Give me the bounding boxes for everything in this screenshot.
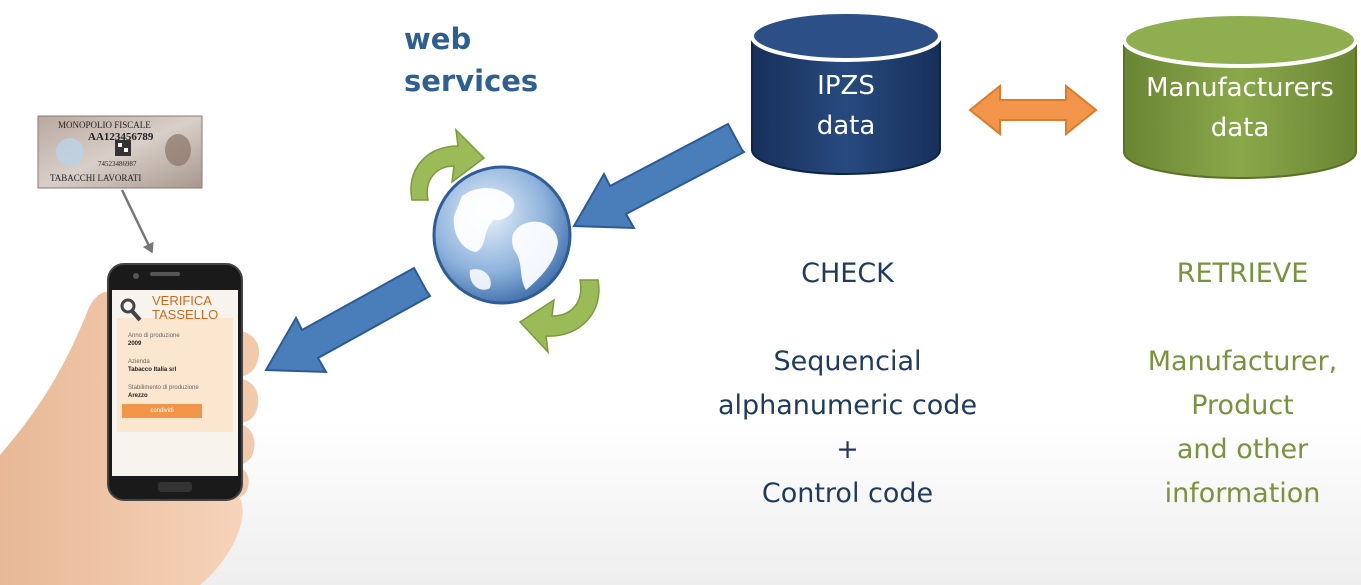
retrieve-title: RETRIEVE [1176,258,1309,289]
check-title: CHECK [801,258,894,289]
retrieve-line2: Product [1191,390,1294,421]
manufacturers-database-icon [1122,12,1358,179]
phone-field2-label: Azienda [128,359,150,365]
ipzs-database-label: IPZS data [752,66,940,146]
web-services-line1: web [404,22,472,56]
check-column: CHECK Sequencial alphanumeric code + Con… [690,252,1005,516]
arrow-to-phone-icon [264,266,432,374]
tax-stamp-image [37,115,203,189]
phone-field3-value: Arezzo [128,393,148,399]
retrieve-line1: Manufacturer, [1147,346,1338,377]
manufacturers-label-line1: Manufacturers [1146,73,1334,103]
check-line4: Control code [761,478,934,509]
check-line3: + [836,434,859,465]
cycle-arrow-bottom-icon [518,279,600,355]
retrieve-column: RETRIEVE Manufacturer, Product and other… [1120,252,1361,516]
manufacturers-database-label: Manufacturers data [1124,68,1356,148]
phone-title: VERIFICA TASSELLO [152,294,218,322]
web-services-line2: services [404,64,539,98]
ipzs-label-line1: IPZS [817,71,875,101]
ipzs-label-line2: data [816,111,876,141]
stamp-bottom-text: TABACCHI LAVORATI [50,173,142,183]
web-services-label: web services [404,18,538,102]
phone-title-line2: TASSELLO [152,307,219,322]
phone-field1-value: 2009 [128,341,142,347]
phone-share-button[interactable]: condividi [150,408,174,414]
check-line1: Sequencial [773,346,922,377]
phone-field1-label: Anno di produzione [128,333,180,339]
check-line2: alphanumeric code [717,390,978,421]
arrow-to-globe-icon [572,122,746,230]
ipzs-database-icon [750,10,942,175]
globe-icon [432,165,572,305]
stamp-to-phone-arrow [120,189,154,254]
retrieve-line4: information [1164,478,1321,509]
stamp-code-text: AA123456789 [88,131,154,143]
phone-field2-value: Tabacco Italia srl [128,367,177,373]
phone-title-line1: VERIFICA [152,293,212,308]
smartphone-image [107,263,243,501]
cycle-arrow-top-icon [410,127,486,201]
stamp-top-text: MONOPOLIO FISCALE [58,120,151,130]
phone-fields: Anno di produzione 2009 Azienda Tabacco … [128,332,228,400]
stamp-number-text: 74523486987 [98,160,137,168]
bidirectional-arrow-icon [968,83,1098,137]
retrieve-line3: and other [1176,434,1309,465]
phone-field3-label: Stabilimento di produzione [128,385,199,391]
manufacturers-label-line2: data [1210,113,1270,143]
